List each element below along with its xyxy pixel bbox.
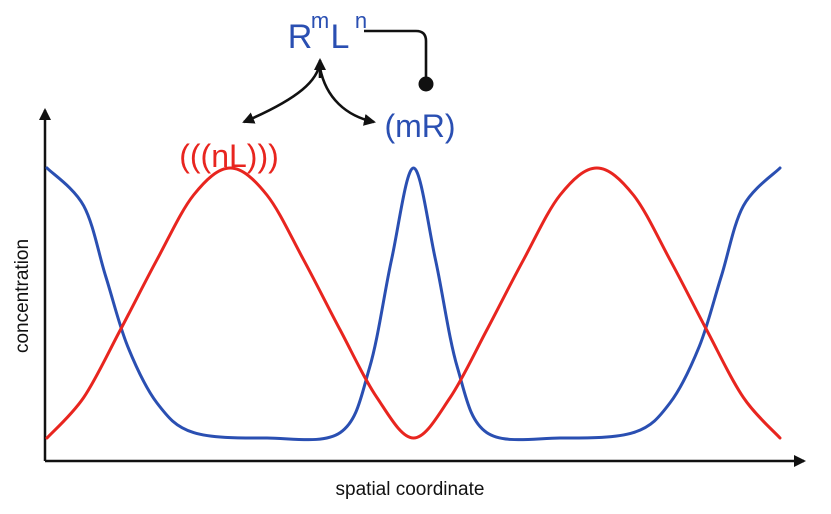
receptor-label: (mR) — [384, 108, 455, 144]
arrow-to-receptor — [318, 67, 376, 126]
inhibition-line — [364, 29, 428, 78]
curve-r — [45, 166, 782, 442]
complex-label-sup-n: n — [355, 8, 367, 33]
series-layer — [45, 166, 782, 442]
arrow-to-ligand — [242, 61, 322, 124]
axes — [39, 108, 806, 467]
x-axis-label: spatial coordinate — [336, 479, 485, 500]
ligand-label: (((nL))) — [179, 138, 279, 174]
complex-schematic: R m L n (((nL))) (mR) — [179, 8, 455, 174]
complex-label-r: R — [288, 18, 313, 56]
y-axis-label: concentration — [12, 239, 33, 353]
inhibition-dot — [418, 76, 434, 92]
complex-label: R m L n — [288, 8, 367, 56]
complex-label-l: L — [331, 18, 350, 56]
curve-l — [45, 166, 782, 440]
complex-label-sup-m: m — [311, 8, 329, 33]
